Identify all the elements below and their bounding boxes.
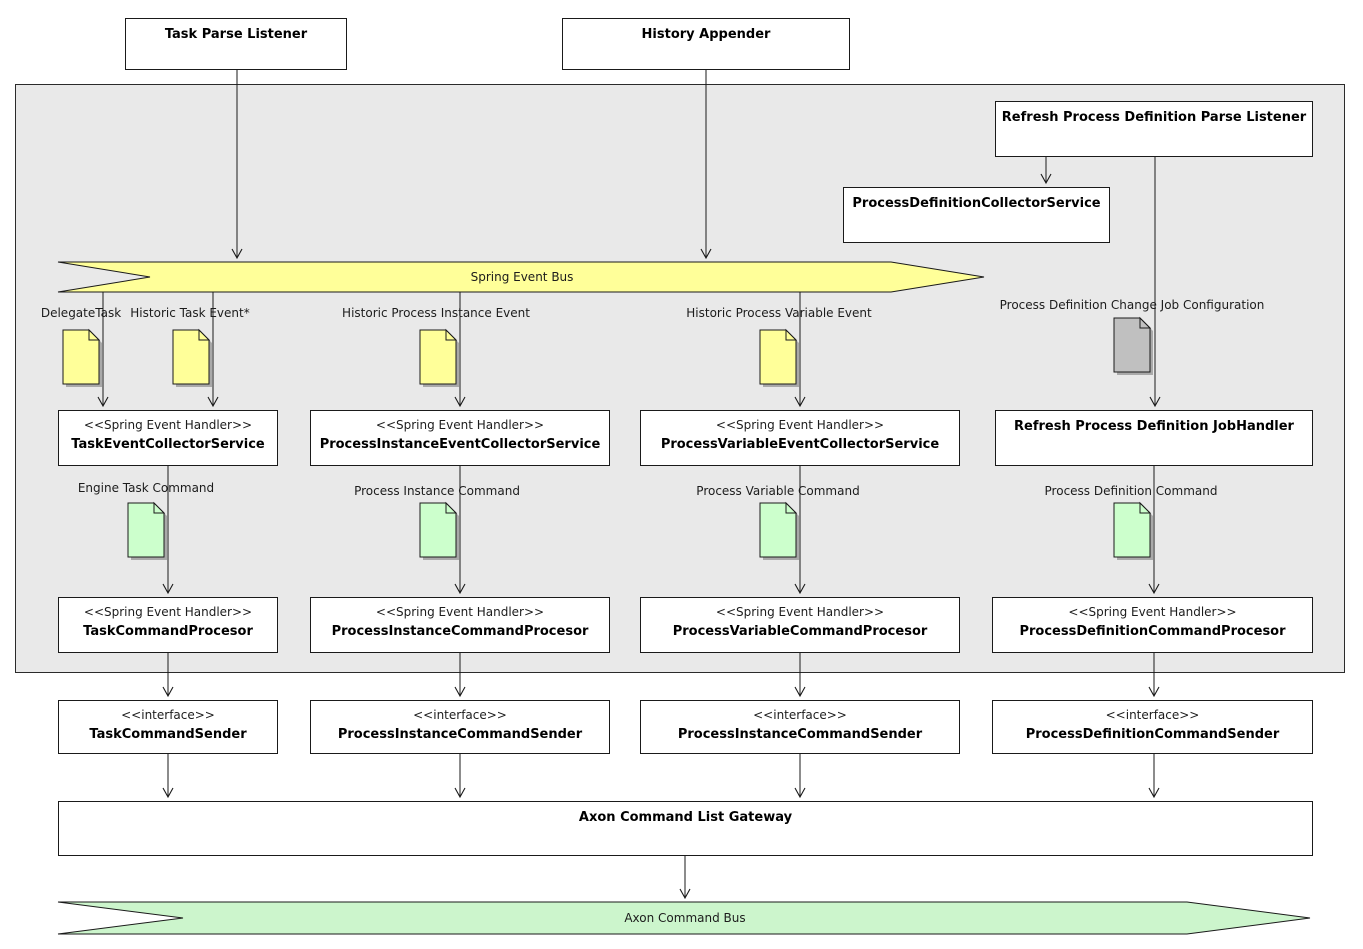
engine-container [15,84,1345,673]
class-name-label: TaskCommandProcesor [83,624,253,639]
box-process-instance-command-sender: <<interface>> ProcessInstanceCommandSend… [310,700,610,754]
note-label-engine-task-command: Engine Task Command [77,481,215,495]
box-axon-command-list-gateway: Axon Command List Gateway [58,801,1313,856]
box-process-definition-collector-service: ProcessDefinitionCollectorService [843,187,1110,243]
box-process-instance-event-collector-service: <<Spring Event Handler>> ProcessInstance… [310,410,610,466]
box-task-event-collector-service: <<Spring Event Handler>> TaskEventCollec… [58,410,278,466]
box-task-command-procesor: <<Spring Event Handler>> TaskCommandProc… [58,597,278,653]
class-name-label: ProcessInstanceCommandProcesor [331,624,589,639]
note-label-process-definition-change-job-configuration: Process Definition Change Job Configurat… [999,298,1265,312]
stereotype-label: <<Spring Event Handler>> [715,418,885,432]
axon-command-bus-label: Axon Command Bus [624,911,746,925]
note-label-delegate-task: DelegateTask [40,306,122,320]
stereotype-label: <<Spring Event Handler>> [375,605,545,619]
box-process-instance-command-procesor: <<Spring Event Handler>> ProcessInstance… [310,597,610,653]
box-process-definition-command-sender: <<interface>> ProcessDefinitionCommandSe… [992,700,1313,754]
stereotype-label: <<interface>> [413,708,507,722]
stereotype-label: <<Spring Event Handler>> [715,605,885,619]
stereotype-label: <<interface>> [121,708,215,722]
box-task-command-sender: <<interface>> TaskCommandSender [58,700,278,754]
class-name-label: TaskCommandSender [89,727,247,742]
class-name-label: ProcessInstanceCommandSender [677,727,923,742]
class-name-label: ProcessDefinitionCommandProcesor [1019,624,1286,639]
class-name-label: ProcessVariableCommandProcesor [672,624,928,639]
class-name-label: TaskEventCollectorService [71,437,265,452]
note-label-historic-process-variable-event: Historic Process Variable Event [686,306,872,320]
box-title: Task Parse Listener [164,27,308,42]
stereotype-label: <<interface>> [1105,708,1200,722]
box-title: Axon Command List Gateway [578,810,793,825]
spring-event-bus-label: Spring Event Bus [470,270,574,284]
stereotype-label: <<interface>> [753,708,847,722]
class-name-label: ProcessVariableEventCollectorService [660,437,940,452]
box-process-variable-command-procesor: <<Spring Event Handler>> ProcessVariable… [640,597,960,653]
stereotype-label: <<Spring Event Handler>> [83,605,253,619]
box-process-definition-command-procesor: <<Spring Event Handler>> ProcessDefiniti… [992,597,1313,653]
note-label-historic-process-instance-event: Historic Process Instance Event [342,306,530,320]
box-refresh-process-definition-jobhandler: Refresh Process Definition JobHandler [995,410,1313,466]
class-name-label: ProcessInstanceEventCollectorService [319,437,601,452]
box-process-variable-event-collector-service: <<Spring Event Handler>> ProcessVariable… [640,410,960,466]
class-name-label: ProcessInstanceCommandSender [337,727,583,742]
box-process-instance-command-sender-2: <<interface>> ProcessInstanceCommandSend… [640,700,960,754]
box-title: History Appender [641,27,771,42]
note-label-process-variable-command: Process Variable Command [696,484,860,498]
box-title: Refresh Process Definition Parse Listene… [1001,110,1307,125]
stereotype-label: <<Spring Event Handler>> [375,418,545,432]
class-name-label: ProcessDefinitionCommandSender [1025,727,1280,742]
stereotype-label: <<Spring Event Handler>> [83,418,253,432]
note-label-process-definition-command: Process Definition Command [1044,484,1218,498]
box-history-appender: History Appender [562,18,850,70]
stereotype-label: <<Spring Event Handler>> [1068,605,1237,619]
box-task-parse-listener: Task Parse Listener [125,18,347,70]
box-title: Refresh Process Definition JobHandler [1014,419,1294,434]
box-title: ProcessDefinitionCollectorService [852,196,1101,211]
note-label-process-instance-command: Process Instance Command [354,484,520,498]
note-label-historic-task-event: Historic Task Event* [130,306,250,320]
box-refresh-process-definition-parse-listener: Refresh Process Definition Parse Listene… [995,101,1313,157]
